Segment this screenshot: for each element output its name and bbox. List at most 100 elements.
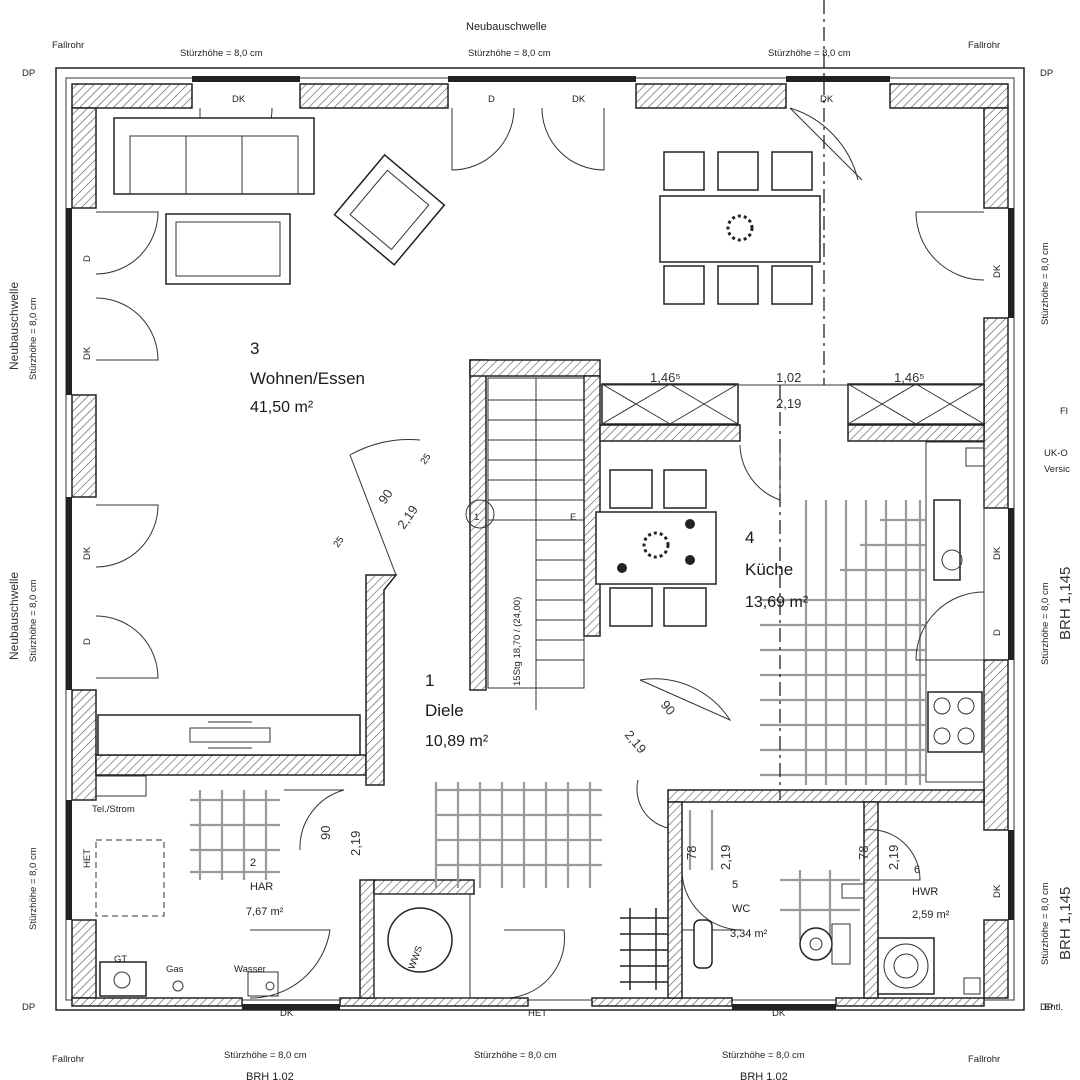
svg-text:UK-O: UK-O: [1044, 448, 1068, 459]
svg-text:Versic: Versic: [1044, 464, 1070, 475]
svg-text:10,89 m²: 10,89 m²: [425, 733, 489, 750]
svg-text:Fallrohr: Fallrohr: [52, 1054, 84, 1065]
svg-text:2,19: 2,19: [622, 727, 650, 756]
svg-text:DP: DP: [22, 68, 35, 79]
room-label-wc: 5 WC 3,34 m²: [730, 879, 768, 940]
svg-text:90: 90: [318, 826, 333, 840]
svg-text:Stürzhöhe = 8,0 cm: Stürzhöhe = 8,0 cm: [180, 48, 263, 59]
svg-text:DK: DK: [992, 546, 1003, 560]
svg-text:2,19: 2,19: [394, 502, 421, 531]
perimeter-labels: Fallrohr Fallrohr Fallrohr Fallrohr Neub…: [7, 21, 1074, 1080]
svg-text:Tel./Strom: Tel./Strom: [92, 804, 135, 815]
svg-text:DK: DK: [992, 264, 1003, 278]
svg-text:DP: DP: [1040, 1002, 1053, 1013]
svg-text:HAR: HAR: [250, 881, 273, 893]
svg-text:Wasser: Wasser: [234, 964, 266, 975]
svg-text:HET: HET: [82, 849, 93, 868]
svg-text:41,50 m²: 41,50 m²: [250, 399, 314, 416]
svg-text:7,67 m²: 7,67 m²: [246, 906, 284, 918]
svg-text:Neubauschwelle: Neubauschwelle: [466, 21, 547, 33]
svg-text:2,19: 2,19: [718, 845, 733, 870]
interior-walls: [95, 359, 985, 999]
svg-text:4: 4: [745, 528, 754, 547]
svg-text:Fallrohr: Fallrohr: [968, 40, 1000, 51]
furniture: [95, 117, 985, 999]
floor-heating-grids: [190, 500, 925, 940]
outer-walls: [55, 67, 1025, 1011]
window-marks: DK D DK DK D DK DK D HET DK DK D DK DK H…: [82, 94, 1003, 1019]
svg-text:25: 25: [331, 535, 346, 550]
svg-text:Neubauschwelle: Neubauschwelle: [7, 282, 21, 370]
svg-text:Küche: Küche: [745, 560, 793, 579]
svg-text:2,19: 2,19: [348, 831, 363, 856]
svg-text:25: 25: [418, 452, 433, 467]
svg-text:5: 5: [732, 879, 738, 891]
room-label-kueche: 4 Küche 13,69 m²: [745, 528, 809, 611]
svg-text:2,19: 2,19: [776, 396, 801, 411]
svg-text:Stürzhöhe = 8,0 cm: Stürzhöhe = 8,0 cm: [1040, 242, 1051, 325]
svg-text:DP: DP: [1040, 68, 1053, 79]
svg-text:6: 6: [914, 864, 920, 876]
svg-text:Stürzhöhe = 8,0 cm: Stürzhöhe = 8,0 cm: [722, 1050, 805, 1061]
room-label-hwr: 6 HWR 2,59 m²: [912, 864, 950, 921]
svg-text:1,46⁵: 1,46⁵: [894, 370, 925, 385]
svg-text:DK: DK: [992, 884, 1003, 898]
svg-text:HET: HET: [528, 1008, 547, 1019]
svg-text:Fl: Fl: [1060, 406, 1068, 417]
svg-text:DK: DK: [232, 94, 246, 105]
svg-text:13,69 m²: 13,69 m²: [745, 594, 809, 611]
svg-text:1: 1: [425, 671, 434, 690]
svg-text:90: 90: [375, 486, 396, 506]
svg-text:DK: DK: [82, 346, 93, 360]
svg-text:3: 3: [250, 339, 259, 358]
svg-text:Diele: Diele: [425, 701, 464, 720]
svg-text:Stürzhöhe = 8,0 cm: Stürzhöhe = 8,0 cm: [28, 847, 39, 930]
svg-text:DK: DK: [280, 1008, 294, 1019]
room-label-wohnen: 3 Wohnen/Essen 41,50 m²: [250, 339, 365, 416]
svg-text:90: 90: [658, 697, 679, 718]
svg-text:Stürzhöhe = 8,0 cm: Stürzhöhe = 8,0 cm: [28, 297, 39, 380]
svg-text:Fallrohr: Fallrohr: [968, 1054, 1000, 1065]
dashed-lines: [600, 0, 984, 800]
svg-text:DK: DK: [572, 94, 586, 105]
svg-text:3,34 m²: 3,34 m²: [730, 928, 768, 940]
svg-text:Stürzhöhe = 8,0 cm: Stürzhöhe = 8,0 cm: [224, 1050, 307, 1061]
svg-text:BRH 1,02: BRH 1,02: [246, 1071, 294, 1080]
svg-text:DK: DK: [772, 1008, 786, 1019]
svg-text:1: 1: [474, 512, 479, 523]
svg-text:2,19: 2,19: [886, 845, 901, 870]
room-label-har: 2 HAR 7,67 m²: [246, 857, 284, 918]
svg-text:1,02: 1,02: [776, 370, 801, 385]
svg-text:GT: GT: [114, 954, 127, 965]
svg-text:2,59 m²: 2,59 m²: [912, 909, 950, 921]
svg-text:D: D: [992, 629, 1003, 636]
svg-text:78: 78: [684, 846, 699, 860]
svg-text:2: 2: [250, 857, 256, 869]
svg-text:D: D: [82, 255, 93, 262]
svg-text:DK: DK: [820, 94, 834, 105]
svg-text:BRH 1,145: BRH 1,145: [1057, 567, 1074, 640]
svg-text:15Stg 18,70 / (24,00): 15Stg 18,70 / (24,00): [512, 597, 523, 686]
svg-text:78: 78: [856, 846, 871, 860]
svg-text:DP: DP: [22, 1002, 35, 1013]
svg-text:D: D: [82, 638, 93, 645]
svg-text:Stürzhöhe = 8,0 cm: Stürzhöhe = 8,0 cm: [474, 1050, 557, 1061]
svg-text:E: E: [570, 512, 576, 523]
svg-text:BRH 1,02: BRH 1,02: [740, 1071, 788, 1080]
utility-labels: GT Gas Wasser WWS Tel./Strom Entl. UK-O …: [92, 406, 1070, 1013]
svg-text:HWR: HWR: [912, 886, 938, 898]
svg-text:WC: WC: [732, 903, 750, 915]
svg-text:Entl.: Entl.: [1044, 1002, 1063, 1013]
svg-text:Stürzhöhe = 8,0 cm: Stürzhöhe = 8,0 cm: [1040, 582, 1051, 665]
svg-text:Gas: Gas: [166, 964, 184, 975]
svg-text:1,46⁵: 1,46⁵: [650, 370, 681, 385]
svg-text:DK: DK: [82, 546, 93, 560]
svg-text:BRH 1,145: BRH 1,145: [1057, 887, 1074, 960]
svg-text:Stürzhöhe = 8,0 cm: Stürzhöhe = 8,0 cm: [768, 48, 851, 59]
svg-text:Neubauschwelle: Neubauschwelle: [7, 572, 21, 660]
room-label-diele: 1 Diele 10,89 m²: [425, 671, 489, 750]
svg-text:Wohnen/Essen: Wohnen/Essen: [250, 369, 365, 388]
svg-text:Stürzhöhe = 8,0 cm: Stürzhöhe = 8,0 cm: [28, 579, 39, 662]
svg-text:D: D: [488, 94, 495, 105]
